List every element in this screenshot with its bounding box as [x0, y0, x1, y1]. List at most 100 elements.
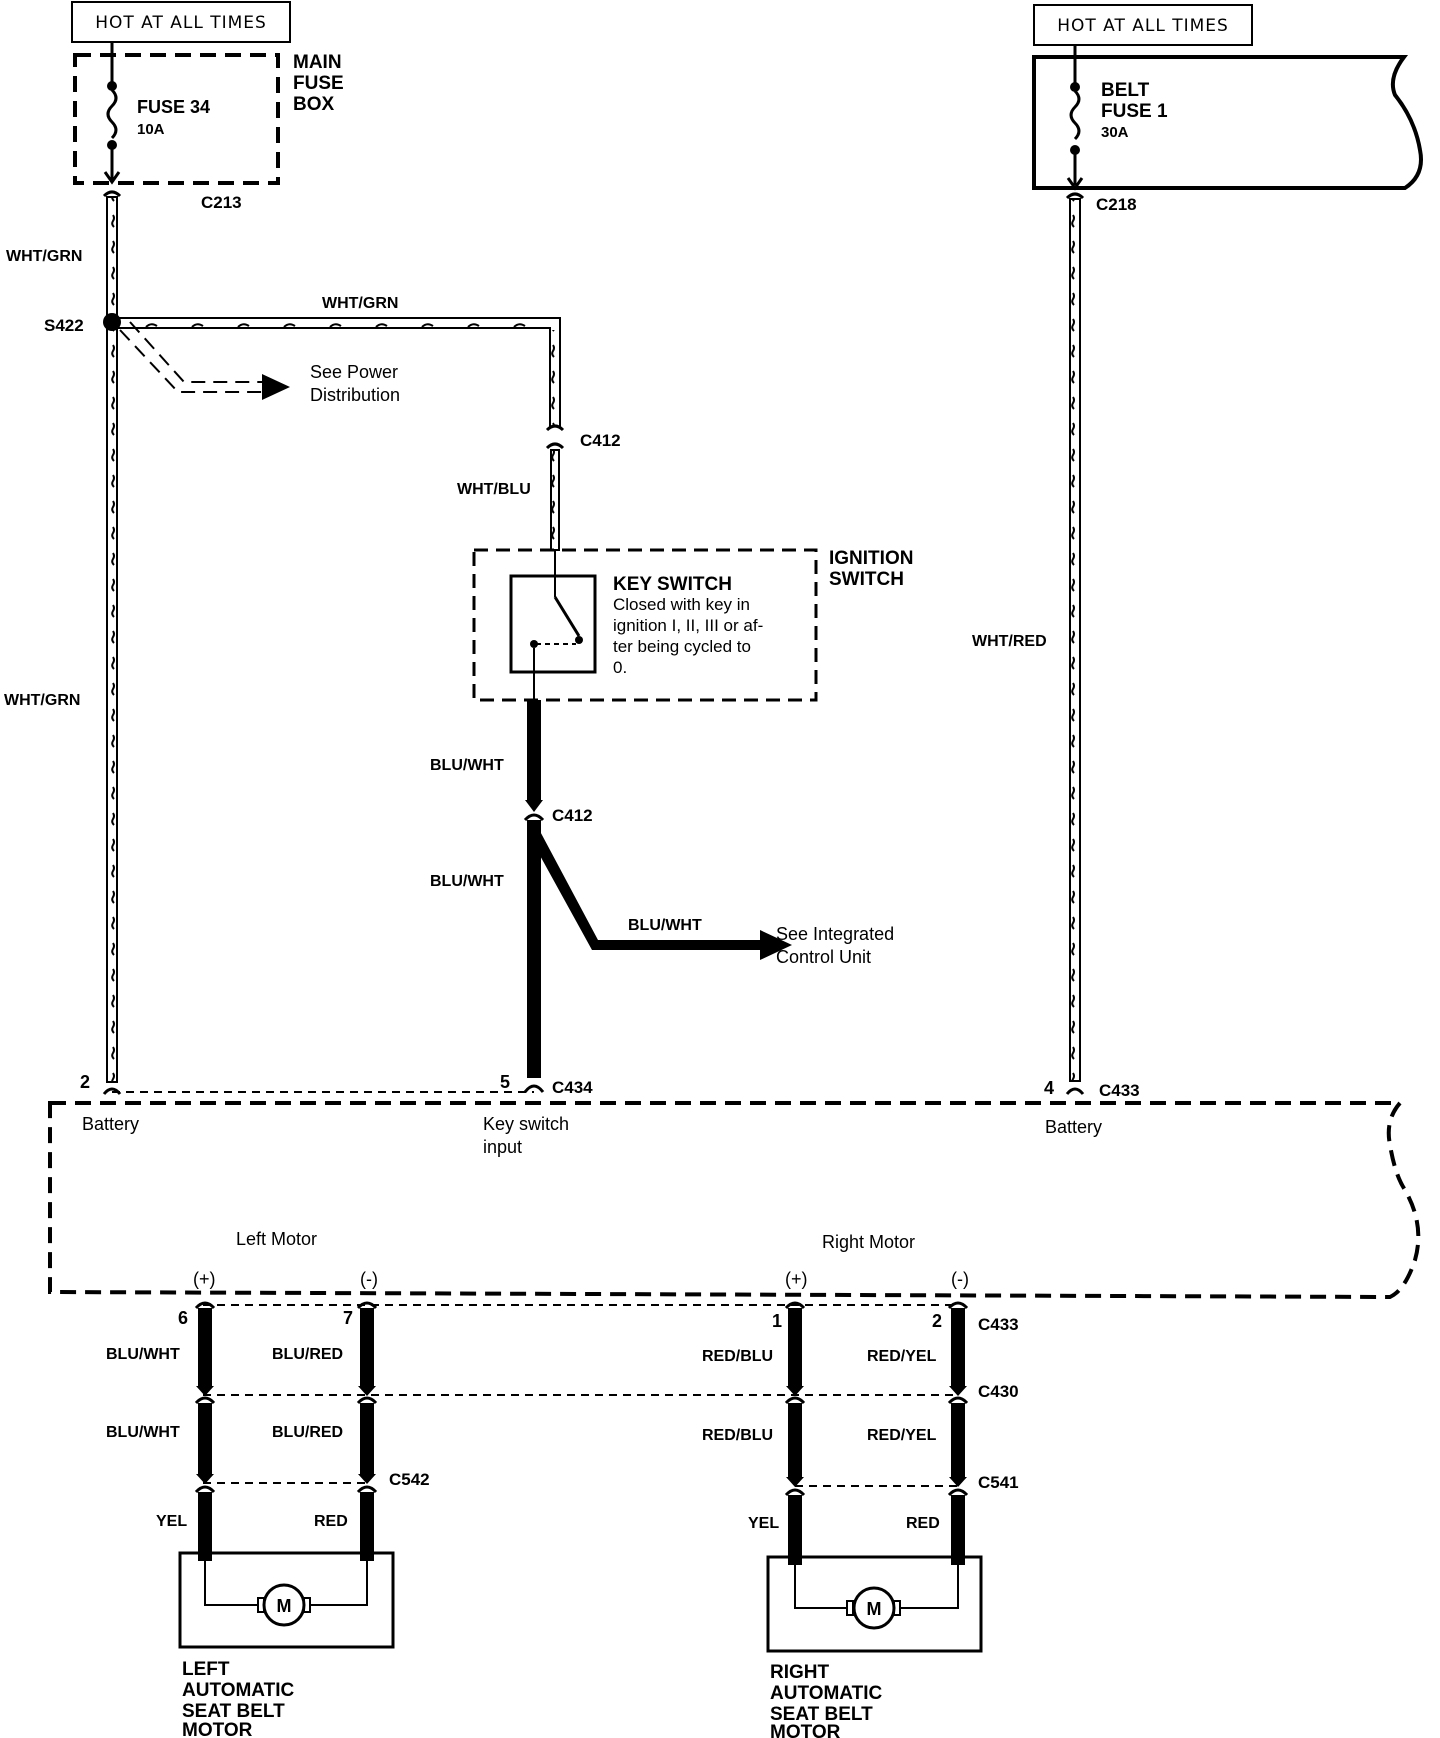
c433-top-label: C433 — [1099, 1081, 1140, 1100]
svg-text:M: M — [867, 1599, 882, 1619]
left-motor-title: MOTOR — [182, 1720, 253, 1738]
right-motor-label: Right Motor — [822, 1232, 915, 1252]
wire-label-blu-wht: BLU/WHT — [430, 757, 504, 774]
c434-label: C434 — [552, 1078, 593, 1097]
c412-bottom-label: C412 — [552, 806, 593, 825]
key-switch-desc: ter being cycled to — [613, 637, 751, 656]
lower-connector-lines — [203, 1304, 958, 1487]
svg-text:BOX: BOX — [293, 94, 335, 115]
right-motor-title: AUTOMATIC — [770, 1683, 883, 1704]
wire-label-blu-wht: BLU/WHT — [628, 917, 702, 934]
see-power-label: Distribution — [310, 385, 400, 405]
svg-text:FUSE 34: FUSE 34 — [137, 97, 210, 117]
c542-label: C542 — [389, 1470, 430, 1489]
ignition-switch-label: SWITCH — [829, 569, 904, 590]
main-fuse-box: MAIN FUSE BOX — [73, 52, 344, 185]
left-seat-belt-motor: M — [178, 1551, 395, 1649]
wire-label-wht-red: WHT/RED — [972, 633, 1047, 650]
left-motor-label: Left Motor — [236, 1229, 317, 1249]
wire-label-wht-grn: WHT/GRN — [322, 295, 398, 312]
c430-label: C430 — [978, 1382, 1019, 1401]
wire-blu-wht — [523, 700, 792, 1093]
wire-label: YEL — [748, 1515, 779, 1532]
hot-at-all-times-box-right: HOT AT ALL TIMES — [1033, 4, 1253, 46]
s422-label: S422 — [44, 316, 84, 335]
left-plus-label: (+) — [193, 1269, 216, 1289]
c218-label: C218 — [1096, 195, 1137, 214]
battery-right-label: Battery — [1045, 1117, 1102, 1137]
pin-2-label: 2 — [80, 1072, 90, 1092]
key-switch-desc: ignition I, II, III or af- — [613, 616, 763, 635]
c412-top-label: C412 — [580, 431, 621, 450]
svg-text:30A: 30A — [1101, 124, 1129, 141]
key-switch-desc: 0. — [613, 658, 627, 677]
wire-label-blu-wht: BLU/WHT — [430, 873, 504, 890]
battery-left-label: Battery — [82, 1114, 139, 1134]
wire-wht-grn-branch — [112, 317, 565, 551]
motor-icon — [262, 1583, 306, 1627]
c433-bottom-label: C433 — [978, 1315, 1019, 1334]
right-seat-belt-motor: M — [766, 1555, 983, 1653]
c213-label: C213 — [201, 193, 242, 212]
wire-left-positive — [194, 1301, 216, 1560]
pin-1-label: 1 — [772, 1311, 782, 1331]
belt-fuse-box: BELT FUSE 1 30A — [1032, 45, 1423, 191]
wire-right-positive — [784, 1301, 806, 1565]
seat-belt-control-unit — [48, 1091, 1421, 1300]
left-minus-label: (-) — [360, 1269, 378, 1289]
wire-label: RED/BLU — [702, 1427, 773, 1444]
pin-5-label: 5 — [500, 1072, 510, 1092]
svg-text:MAIN: MAIN — [293, 52, 342, 73]
see-icu-label: Control Unit — [776, 947, 871, 967]
wire-label-wht-grn: WHT/GRN — [6, 248, 82, 265]
svg-text:BELT: BELT — [1101, 80, 1150, 101]
pin-4-label: 4 — [1044, 1078, 1054, 1098]
wire-wht-red — [1065, 192, 1085, 1095]
hot-at-all-times-box-left: HOT AT ALL TIMES — [71, 1, 291, 43]
left-motor-title: SEAT BELT — [182, 1701, 285, 1722]
key-switch-input-label: input — [483, 1137, 522, 1157]
wire-label: RED — [314, 1513, 348, 1530]
wire-label: RED/YEL — [867, 1348, 937, 1365]
see-power-distribution-arrow — [119, 321, 290, 400]
right-minus-label: (-) — [951, 1269, 969, 1289]
wire-label: RED/BLU — [702, 1348, 773, 1365]
left-motor-title: LEFT — [182, 1659, 230, 1680]
c541-label: C541 — [978, 1473, 1019, 1492]
svg-text:FUSE 1: FUSE 1 — [1101, 101, 1168, 122]
ignition-switch — [472, 548, 818, 702]
key-switch-desc: Closed with key in — [613, 595, 750, 614]
see-power-label: See Power — [310, 362, 398, 382]
svg-text:HOT AT ALL TIMES: HOT AT ALL TIMES — [1057, 16, 1229, 36]
pin-7-label: 7 — [343, 1308, 353, 1328]
ignition-switch-label: IGNITION — [829, 548, 913, 569]
wire-label-wht-blu: WHT/BLU — [457, 481, 531, 498]
wire-label-wht-grn: WHT/GRN — [4, 692, 80, 709]
wire-left-negative — [356, 1301, 378, 1560]
wire-right-negative — [947, 1301, 969, 1565]
svg-text:M: M — [277, 1596, 292, 1616]
see-icu-label: See Integrated — [776, 924, 894, 944]
wire-label: RED — [906, 1515, 940, 1532]
pin-2-label: 2 — [932, 1311, 942, 1331]
wire-label: RED/YEL — [867, 1427, 937, 1444]
fuse-34: FUSE 34 10A — [103, 42, 210, 185]
pin-6-label: 6 — [178, 1308, 188, 1328]
svg-text:10A: 10A — [137, 121, 165, 138]
svg-text:FUSE: FUSE — [293, 73, 344, 94]
motor-icon — [852, 1586, 896, 1630]
key-switch-title: KEY SWITCH — [613, 574, 732, 595]
key-switch-input-label: Key switch — [483, 1114, 569, 1134]
wire-label: BLU/RED — [272, 1346, 343, 1363]
svg-text:HOT AT ALL TIMES: HOT AT ALL TIMES — [95, 13, 267, 33]
wire-label: BLU/WHT — [106, 1424, 180, 1441]
right-plus-label: (+) — [785, 1269, 808, 1289]
wire-label: BLU/WHT — [106, 1346, 180, 1363]
right-motor-title: SEAT BELT — [770, 1704, 873, 1725]
wire-label: BLU/RED — [272, 1424, 343, 1441]
wire-label: YEL — [156, 1513, 187, 1530]
right-motor-title: RIGHT — [770, 1662, 830, 1683]
left-motor-title: AUTOMATIC — [182, 1680, 295, 1701]
right-motor-title: MOTOR — [770, 1722, 841, 1738]
